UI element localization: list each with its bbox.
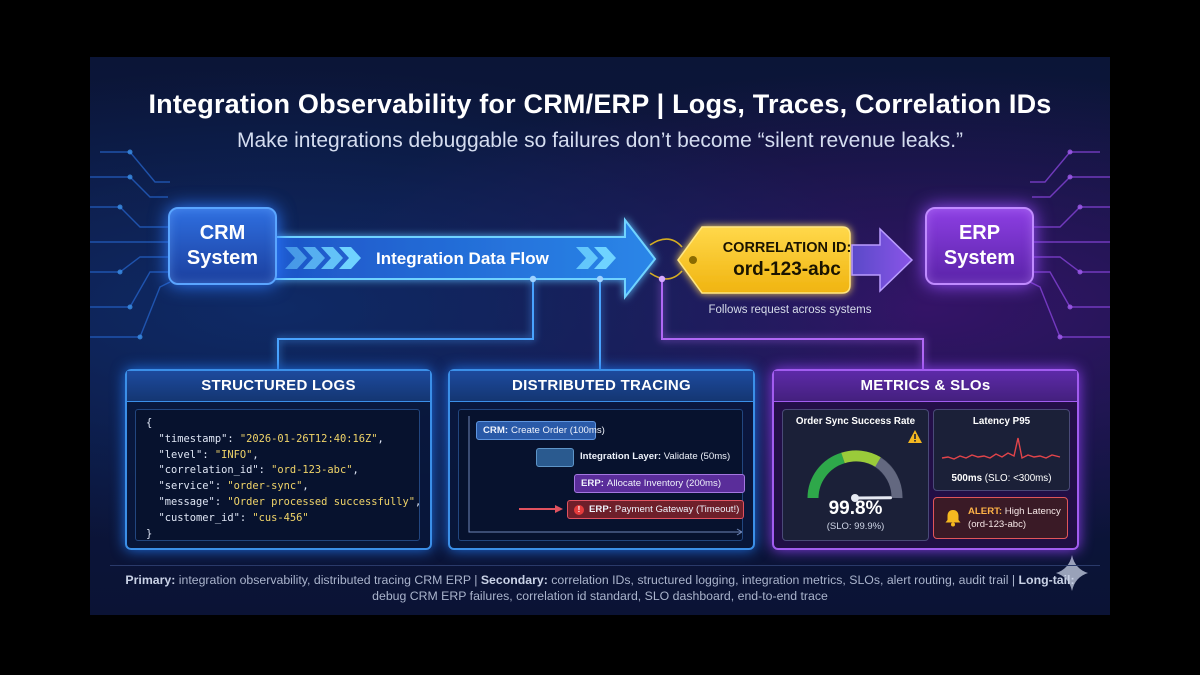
trace-span-erp-payment-error: ! ERP:Payment Gateway (Timeout!) [567, 500, 744, 519]
success-rate-title: Order Sync Success Rate [795, 416, 916, 427]
chevron-icons [285, 247, 616, 269]
span-text: Allocate Inventory (200ms) [606, 478, 722, 489]
latency-title: Latency P95 [972, 416, 1031, 427]
correlation-id-tag [677, 226, 851, 294]
primary-label: Primary: [125, 573, 176, 587]
footer-divider [110, 565, 1100, 566]
crm-label: CRM [199, 222, 246, 244]
latency-sparkline [941, 437, 1061, 460]
keyword-footer: Primary: integration observability, dist… [110, 572, 1090, 604]
longtail-text: debug CRM ERP failures, correlation id s… [372, 589, 828, 603]
warning-triangle-icon [908, 430, 922, 443]
log-code: { "timestamp": "2026-01-26T12:40:16Z", "… [146, 417, 422, 540]
alert-label: ALERT: [968, 506, 1003, 517]
log-sep: , [415, 495, 422, 508]
tracing-title: DISTRIBUTED TRACING [450, 371, 753, 402]
success-rate-slo: (SLO: 99.9%) [826, 521, 885, 532]
correlation-label: CORRELATION ID: [722, 240, 852, 256]
latency-alert: ALERT: High Latency (ord-123-abc) [933, 497, 1068, 539]
span-system: ERP: [589, 504, 612, 515]
log-key: "service" [158, 480, 215, 493]
span-text: Create Order (100ms) [511, 425, 605, 436]
alert-id: (ord-123-abc) [968, 519, 1027, 530]
latency-slo: (SLO: <300ms) [984, 473, 1052, 484]
log-sep: , [302, 480, 309, 493]
longtail-label: Long-tail: [1018, 573, 1075, 587]
erp-label: ERP [958, 222, 1001, 244]
trace-span-integration-bar [536, 448, 574, 467]
success-gauge [807, 450, 903, 502]
log-value: "order-sync" [227, 480, 303, 493]
log-json-block: { "timestamp": "2026-01-26T12:40:16Z", "… [135, 409, 422, 541]
log-open-brace: { [146, 417, 153, 429]
success-rate-card: Order Sync Success Rate 99.8% (SLO: 99.9… [782, 409, 929, 541]
secondary-text: correlation IDs, structured logging, int… [551, 573, 1016, 587]
error-icon: ! [574, 504, 584, 515]
secondary-label: Secondary: [480, 573, 548, 587]
bell-icon [945, 510, 961, 527]
log-value: "INFO" [214, 448, 253, 461]
log-value: "cus-456" [252, 511, 309, 524]
latency-readout: 500ms (SLO: <300ms) [934, 473, 1069, 484]
span-system: ERP: [581, 478, 604, 489]
page-subtitle: Make integrations debuggable so failures… [236, 129, 964, 152]
erp-sublabel: System [943, 247, 1016, 269]
span-system: CRM: [483, 425, 509, 436]
latency-card: Latency P95 500ms (SLO: <300ms) [933, 409, 1070, 491]
page-title: Integration Observability for CRM/ERP | … [148, 89, 1052, 119]
span-text: Payment Gateway (Timeout!) [614, 504, 740, 515]
log-value: "Order processed successfully" [227, 495, 416, 508]
log-value: "ord-123-abc" [271, 464, 353, 477]
span-system: Integration Layer: [580, 451, 662, 462]
erp-flow-arrow [851, 227, 914, 293]
span-text: Validate (50ms) [663, 451, 731, 462]
log-sep: , [352, 464, 359, 477]
trace-span-crm: CRM:Create Order (100ms) [476, 421, 605, 440]
trace-span-erp-inventory: ERP:Allocate Inventory (200ms) [574, 474, 745, 493]
flow-label: Integration Data Flow [376, 249, 549, 268]
log-key: "correlation_id" [158, 464, 259, 477]
trace-waterfall: CRM:Create Order (100ms) Integration Lay… [458, 409, 745, 541]
follows-note: Follows request across systems [708, 304, 872, 316]
log-key: "level" [158, 448, 203, 461]
circuit-background [90, 149, 1110, 591]
trace-span-integration-label: Integration Layer: Validate (50ms) [580, 451, 730, 462]
erp-system-box: ERP System [925, 207, 1034, 285]
crm-sublabel: System [186, 247, 259, 269]
log-key: "timestamp" [158, 432, 228, 445]
sparkle-icon [1056, 555, 1088, 591]
structured-logs-panel: STRUCTURED LOGS { "timestamp": "2026-01-… [125, 369, 432, 550]
log-key: "message" [158, 495, 215, 508]
infographic-canvas: Integration Observability for CRM/ERP | … [90, 57, 1110, 615]
primary-text: integration observability, distributed t… [178, 573, 478, 587]
metrics-slos-panel: METRICS & SLOs Order Sync Success Rate 9… [772, 369, 1079, 550]
latency-value: 500ms [951, 473, 983, 484]
distributed-tracing-panel: DISTRIBUTED TRACING CRM:Create Order (10… [448, 369, 755, 550]
log-close-brace: } [146, 527, 153, 540]
metrics-title: METRICS & SLOs [774, 371, 1077, 402]
log-sep: , [252, 448, 259, 461]
log-value: "2026-01-26T12:40:16Z" [239, 432, 378, 445]
log-key: "customer_id" [158, 511, 240, 524]
success-rate-value: 99.8% [828, 498, 883, 519]
alert-text: ALERT: High Latency (ord-123-abc) [968, 505, 1061, 531]
correlation-id-value: ord-123-abc [733, 259, 841, 280]
logs-title: STRUCTURED LOGS [127, 371, 430, 402]
log-sep: , [377, 432, 384, 445]
alert-message: High Latency [1004, 506, 1061, 517]
trace-axes [468, 416, 742, 536]
crm-system-box: CRM System [168, 207, 277, 285]
integration-flow-arrow [274, 217, 657, 300]
